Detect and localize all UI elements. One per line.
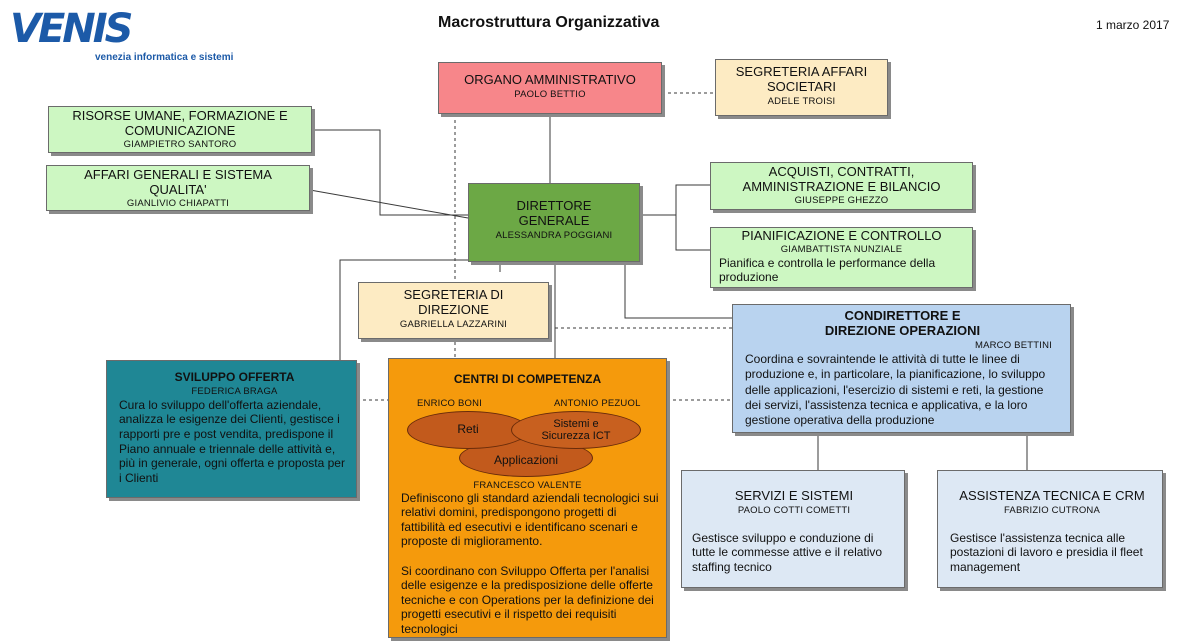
node-person: MARCO BETTINI bbox=[974, 339, 1052, 351]
node-title: CENTRI DI COMPETENZA bbox=[453, 372, 602, 386]
node-condirettore: CONDIRETTORE E DIREZIONE OPERAZIONI MARC… bbox=[732, 304, 1071, 433]
document-date: 1 marzo 2017 bbox=[1096, 18, 1170, 32]
node-title: SEGRETERIA DI DIREZIONE bbox=[403, 287, 504, 317]
node-centri-competenza: CENTRI DI COMPETENZA ENRICO BONI ANTONIO… bbox=[388, 358, 667, 638]
node-person: FEDERICA BRAGA bbox=[191, 385, 278, 397]
node-person: GIANLIVIO CHIAPATTI bbox=[126, 197, 230, 209]
node-title: AFFARI GENERALI E SISTEMA QUALITA' bbox=[84, 167, 272, 197]
node-segreteria-direzione: SEGRETERIA DI DIREZIONE GABRIELLA LAZZAR… bbox=[358, 282, 549, 339]
logo-subtitle: venezia informatica e sistemi bbox=[95, 52, 234, 63]
node-person: GIAMBATTISTA NUNZIALE bbox=[780, 243, 903, 255]
node-title: SERVIZI E SISTEMI bbox=[734, 488, 854, 503]
node-title-line2: DIREZIONE OPERAZIONI bbox=[824, 322, 981, 338]
node-sviluppo-offerta: SVILUPPO OFFERTA FEDERICA BRAGA Cura lo … bbox=[106, 360, 357, 498]
node-person-right: ANTONIO PEZUOL bbox=[554, 398, 641, 409]
node-description: Coordina e sovraintende le attività di t… bbox=[745, 351, 1046, 428]
node-description-2: Si coordinano con Sviluppo Offerta per l… bbox=[401, 564, 654, 636]
node-segreteria-affari-societari: SEGRETERIA AFFARI SOCIETARI ADELE TROISI bbox=[715, 59, 888, 116]
node-description: Gestisce l'assistenza tecnica alle posta… bbox=[950, 530, 1143, 574]
node-servizi-sistemi: SERVIZI E SISTEMI PAOLO COTTI COMETTI Ge… bbox=[681, 470, 905, 588]
node-person: GIAMPIETRO SANTORO bbox=[123, 138, 237, 150]
node-risorse-umane: RISORSE UMANE, FORMAZIONE E COMUNICAZION… bbox=[48, 106, 312, 153]
ellipse-reti: Reti bbox=[407, 411, 529, 449]
node-person-bottom: FRANCESCO VALENTE bbox=[473, 480, 582, 491]
node-title: SVILUPPO OFFERTA bbox=[174, 370, 295, 384]
node-person: ADELE TROISI bbox=[767, 95, 836, 107]
node-person-left: ENRICO BONI bbox=[417, 398, 483, 409]
logo: VENIS bbox=[10, 6, 133, 52]
node-title: ACQUISTI, CONTRATTI, AMMINISTRAZIONE E B… bbox=[742, 164, 941, 194]
node-pianificazione: PIANIFICAZIONE E CONTROLLO GIAMBATTISTA … bbox=[710, 227, 973, 288]
node-person: PAOLO COTTI COMETTI bbox=[737, 504, 851, 516]
node-acquisti: ACQUISTI, CONTRATTI, AMMINISTRAZIONE E B… bbox=[710, 162, 973, 210]
page-title: Macrostruttura Organizzativa bbox=[438, 14, 660, 31]
ellipse-sistemi-sicurezza: Sistemi e Sicurezza ICT bbox=[511, 411, 641, 449]
node-title: ORGANO AMMINISTRATIVO bbox=[464, 72, 636, 87]
node-title: SEGRETERIA AFFARI SOCIETARI bbox=[735, 64, 868, 94]
node-person: PAOLO BETTIO bbox=[514, 88, 586, 100]
node-person: FABRIZIO CUTRONA bbox=[1003, 504, 1101, 516]
node-title: DIRETTORE GENERALE bbox=[516, 198, 592, 228]
node-description: Pianifica e controlla le performance del… bbox=[719, 255, 936, 284]
node-person: GIUSEPPE GHEZZO bbox=[794, 194, 889, 206]
node-title: RISORSE UMANE, FORMAZIONE E COMUNICAZION… bbox=[72, 108, 288, 138]
node-assistenza-tecnica: ASSISTENZA TECNICA E CRM FABRIZIO CUTRON… bbox=[937, 470, 1163, 588]
node-description: Definiscono gli standard aziendali tecno… bbox=[401, 491, 659, 549]
node-description: Cura lo sviluppo dell'offerta aziendale,… bbox=[119, 397, 345, 485]
node-description: Gestisce sviluppo e conduzione di tutte … bbox=[692, 530, 883, 574]
node-title: ASSISTENZA TECNICA E CRM bbox=[959, 488, 1145, 503]
node-organo-amministrativo: ORGANO AMMINISTRATIVO PAOLO BETTIO bbox=[438, 62, 662, 114]
node-person: ALESSANDRA POGGIANI bbox=[495, 229, 613, 241]
node-person: GABRIELLA LAZZARINI bbox=[399, 318, 508, 330]
node-affari-generali: AFFARI GENERALI E SISTEMA QUALITA' GIANL… bbox=[46, 165, 310, 211]
node-direttore-generale: DIRETTORE GENERALE ALESSANDRA POGGIANI bbox=[468, 183, 640, 262]
logo-mark: VENIS bbox=[10, 6, 133, 52]
node-title-line1: CONDIRETTORE E bbox=[844, 308, 961, 323]
node-title: PIANIFICAZIONE E CONTROLLO bbox=[741, 228, 942, 243]
